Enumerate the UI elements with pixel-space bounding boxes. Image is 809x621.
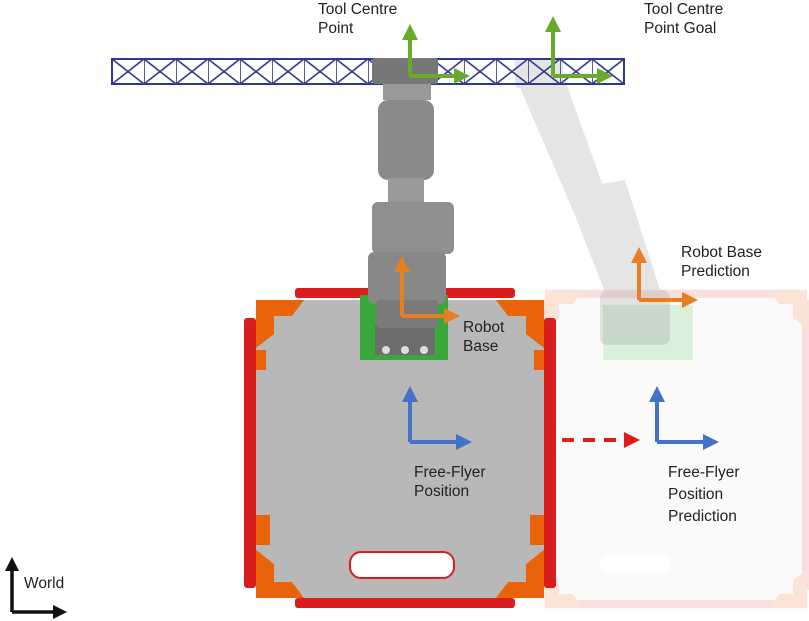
free-flyer-handle-cutout [349,551,455,579]
truss-rail [111,58,625,85]
robot-arm [368,58,454,328]
label-robot-base: Robot Base [463,319,505,355]
frame-corner-bottom-left [256,550,304,598]
free-flyer-prediction-ghost [541,289,809,609]
tool-centre-point-axes [402,24,470,84]
label-free-flyer-position-prediction: Free-Flyer Position Prediction [668,464,740,525]
frame-corner-top-left [256,300,304,348]
label-free-flyer-position: Free-Flyer Position [414,464,486,500]
label-tool-centre-point-goal: Tool Centre Point Goal [644,1,724,37]
frame-corner-bottom-right [496,550,544,598]
tool-centre-point-goal-axes [545,16,613,84]
free-flyer-position-axes [402,386,472,450]
label-robot-base-prediction: Robot Base Prediction [681,244,762,280]
frame-corner-top-right [496,300,544,348]
label-tool-centre-point: Tool Centre Point [318,1,398,37]
world-axes [5,557,67,619]
free-flyer-prediction-axes [649,386,719,450]
label-world: World [24,575,65,592]
robot-base-axes [394,256,460,324]
robot-base-prediction-axes [631,247,698,308]
